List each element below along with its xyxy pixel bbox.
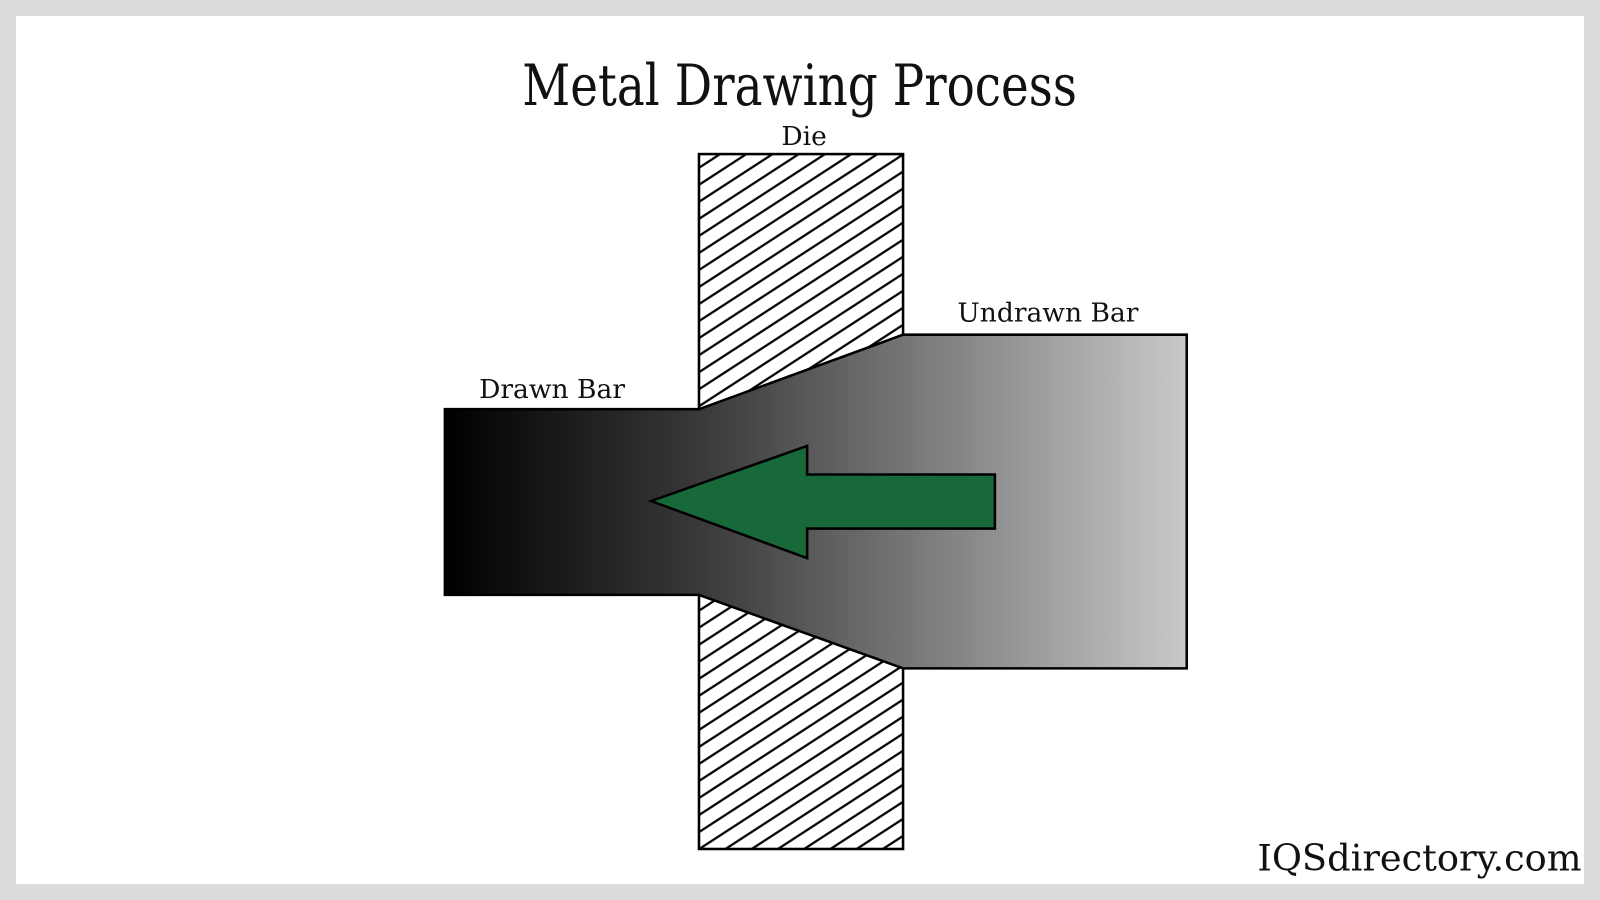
diagram-title: Metal Drawing Process bbox=[522, 54, 1077, 120]
undrawn-bar-label: Undrawn Bar bbox=[957, 297, 1138, 328]
die-label: Die bbox=[781, 121, 826, 152]
drawn-bar-label: Drawn Bar bbox=[479, 374, 625, 405]
watermark: IQSdirectory.com bbox=[1257, 836, 1581, 879]
drawing-direction-arrow-icon bbox=[647, 444, 997, 560]
